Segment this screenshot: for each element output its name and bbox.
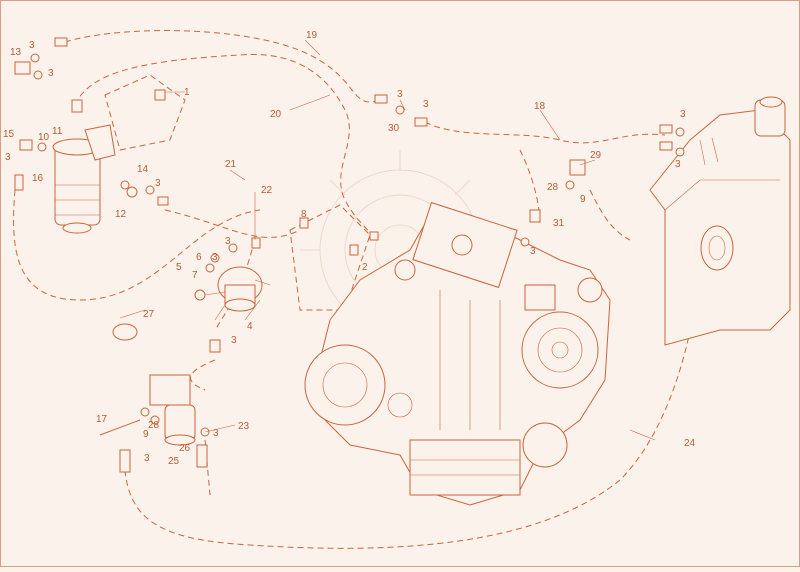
callout-1: 1 bbox=[184, 87, 190, 98]
callout-3n: 3 bbox=[144, 453, 150, 464]
callout-25: 25 bbox=[168, 456, 180, 467]
callout-3b: 3 bbox=[48, 68, 54, 79]
callout-30: 30 bbox=[388, 123, 400, 134]
callout-17: 17 bbox=[96, 414, 108, 425]
callout-13: 13 bbox=[10, 47, 22, 58]
callout-23: 23 bbox=[238, 421, 250, 432]
callout-14: 14 bbox=[137, 164, 149, 175]
callout-18: 18 bbox=[534, 101, 546, 112]
detail-box-1 bbox=[104, 74, 186, 151]
callout-3c: 3 bbox=[397, 89, 403, 100]
callout-labels: 19 13 3 3 1 20 3 3 30 18 3 3 15 10 11 3 … bbox=[3, 30, 696, 467]
fuel-filter-top bbox=[52, 124, 116, 234]
callout-15: 15 bbox=[3, 129, 15, 140]
hose-3 bbox=[190, 359, 216, 391]
hose-19 bbox=[64, 30, 381, 103]
detail-box-2 bbox=[289, 204, 371, 311]
callout-12: 12 bbox=[115, 209, 127, 220]
callout-20: 20 bbox=[270, 109, 282, 120]
callout-7: 7 bbox=[192, 270, 198, 281]
leader-lines bbox=[119, 39, 656, 441]
fuel-filter-bottom bbox=[99, 374, 208, 473]
callout-31: 31 bbox=[553, 218, 565, 229]
callout-4: 4 bbox=[247, 321, 253, 332]
callout-3h: 3 bbox=[155, 178, 161, 189]
callout-9b: 9 bbox=[143, 429, 149, 440]
callout-3d: 3 bbox=[423, 99, 429, 110]
callout-2: 2 bbox=[362, 262, 368, 273]
fittings bbox=[14, 37, 685, 437]
callout-19: 19 bbox=[306, 30, 318, 41]
callout-22: 22 bbox=[261, 185, 273, 196]
hose-9 bbox=[589, 189, 631, 241]
callout-11: 11 bbox=[52, 126, 63, 137]
callout-6: 6 bbox=[196, 252, 202, 263]
hose-21b bbox=[164, 209, 301, 238]
hose-24 bbox=[124, 249, 701, 549]
callout-3j: 3 bbox=[212, 252, 218, 263]
callout-3f: 3 bbox=[675, 159, 681, 170]
callout-3g: 3 bbox=[5, 152, 11, 163]
callout-26: 26 bbox=[179, 443, 191, 454]
callout-28a: 28 bbox=[547, 182, 559, 193]
callout-3e: 3 bbox=[680, 109, 686, 120]
callout-10: 10 bbox=[38, 132, 50, 143]
callout-3l: 3 bbox=[231, 335, 237, 346]
callout-16: 16 bbox=[32, 173, 44, 184]
o-ring bbox=[112, 323, 138, 341]
hose-18 bbox=[424, 121, 666, 144]
callout-8: 8 bbox=[301, 209, 307, 220]
callout-24: 24 bbox=[684, 438, 696, 449]
fuel-pump bbox=[194, 266, 271, 321]
callout-28b: 28 bbox=[148, 420, 160, 431]
callout-3i: 3 bbox=[225, 236, 231, 247]
engine-assembly bbox=[304, 201, 611, 506]
callout-3m: 3 bbox=[213, 428, 219, 439]
hose-lines bbox=[13, 30, 701, 549]
hose-21 bbox=[13, 189, 261, 301]
callout-27: 27 bbox=[143, 309, 155, 320]
callout-5: 5 bbox=[176, 262, 182, 273]
hose-20 bbox=[74, 53, 376, 241]
callout-9a: 9 bbox=[580, 194, 586, 205]
callout-29: 29 bbox=[590, 150, 602, 161]
fuel-tank bbox=[649, 96, 791, 346]
callout-21: 21 bbox=[225, 159, 237, 170]
callout-3k: 3 bbox=[530, 246, 536, 257]
callout-3a: 3 bbox=[29, 40, 35, 51]
